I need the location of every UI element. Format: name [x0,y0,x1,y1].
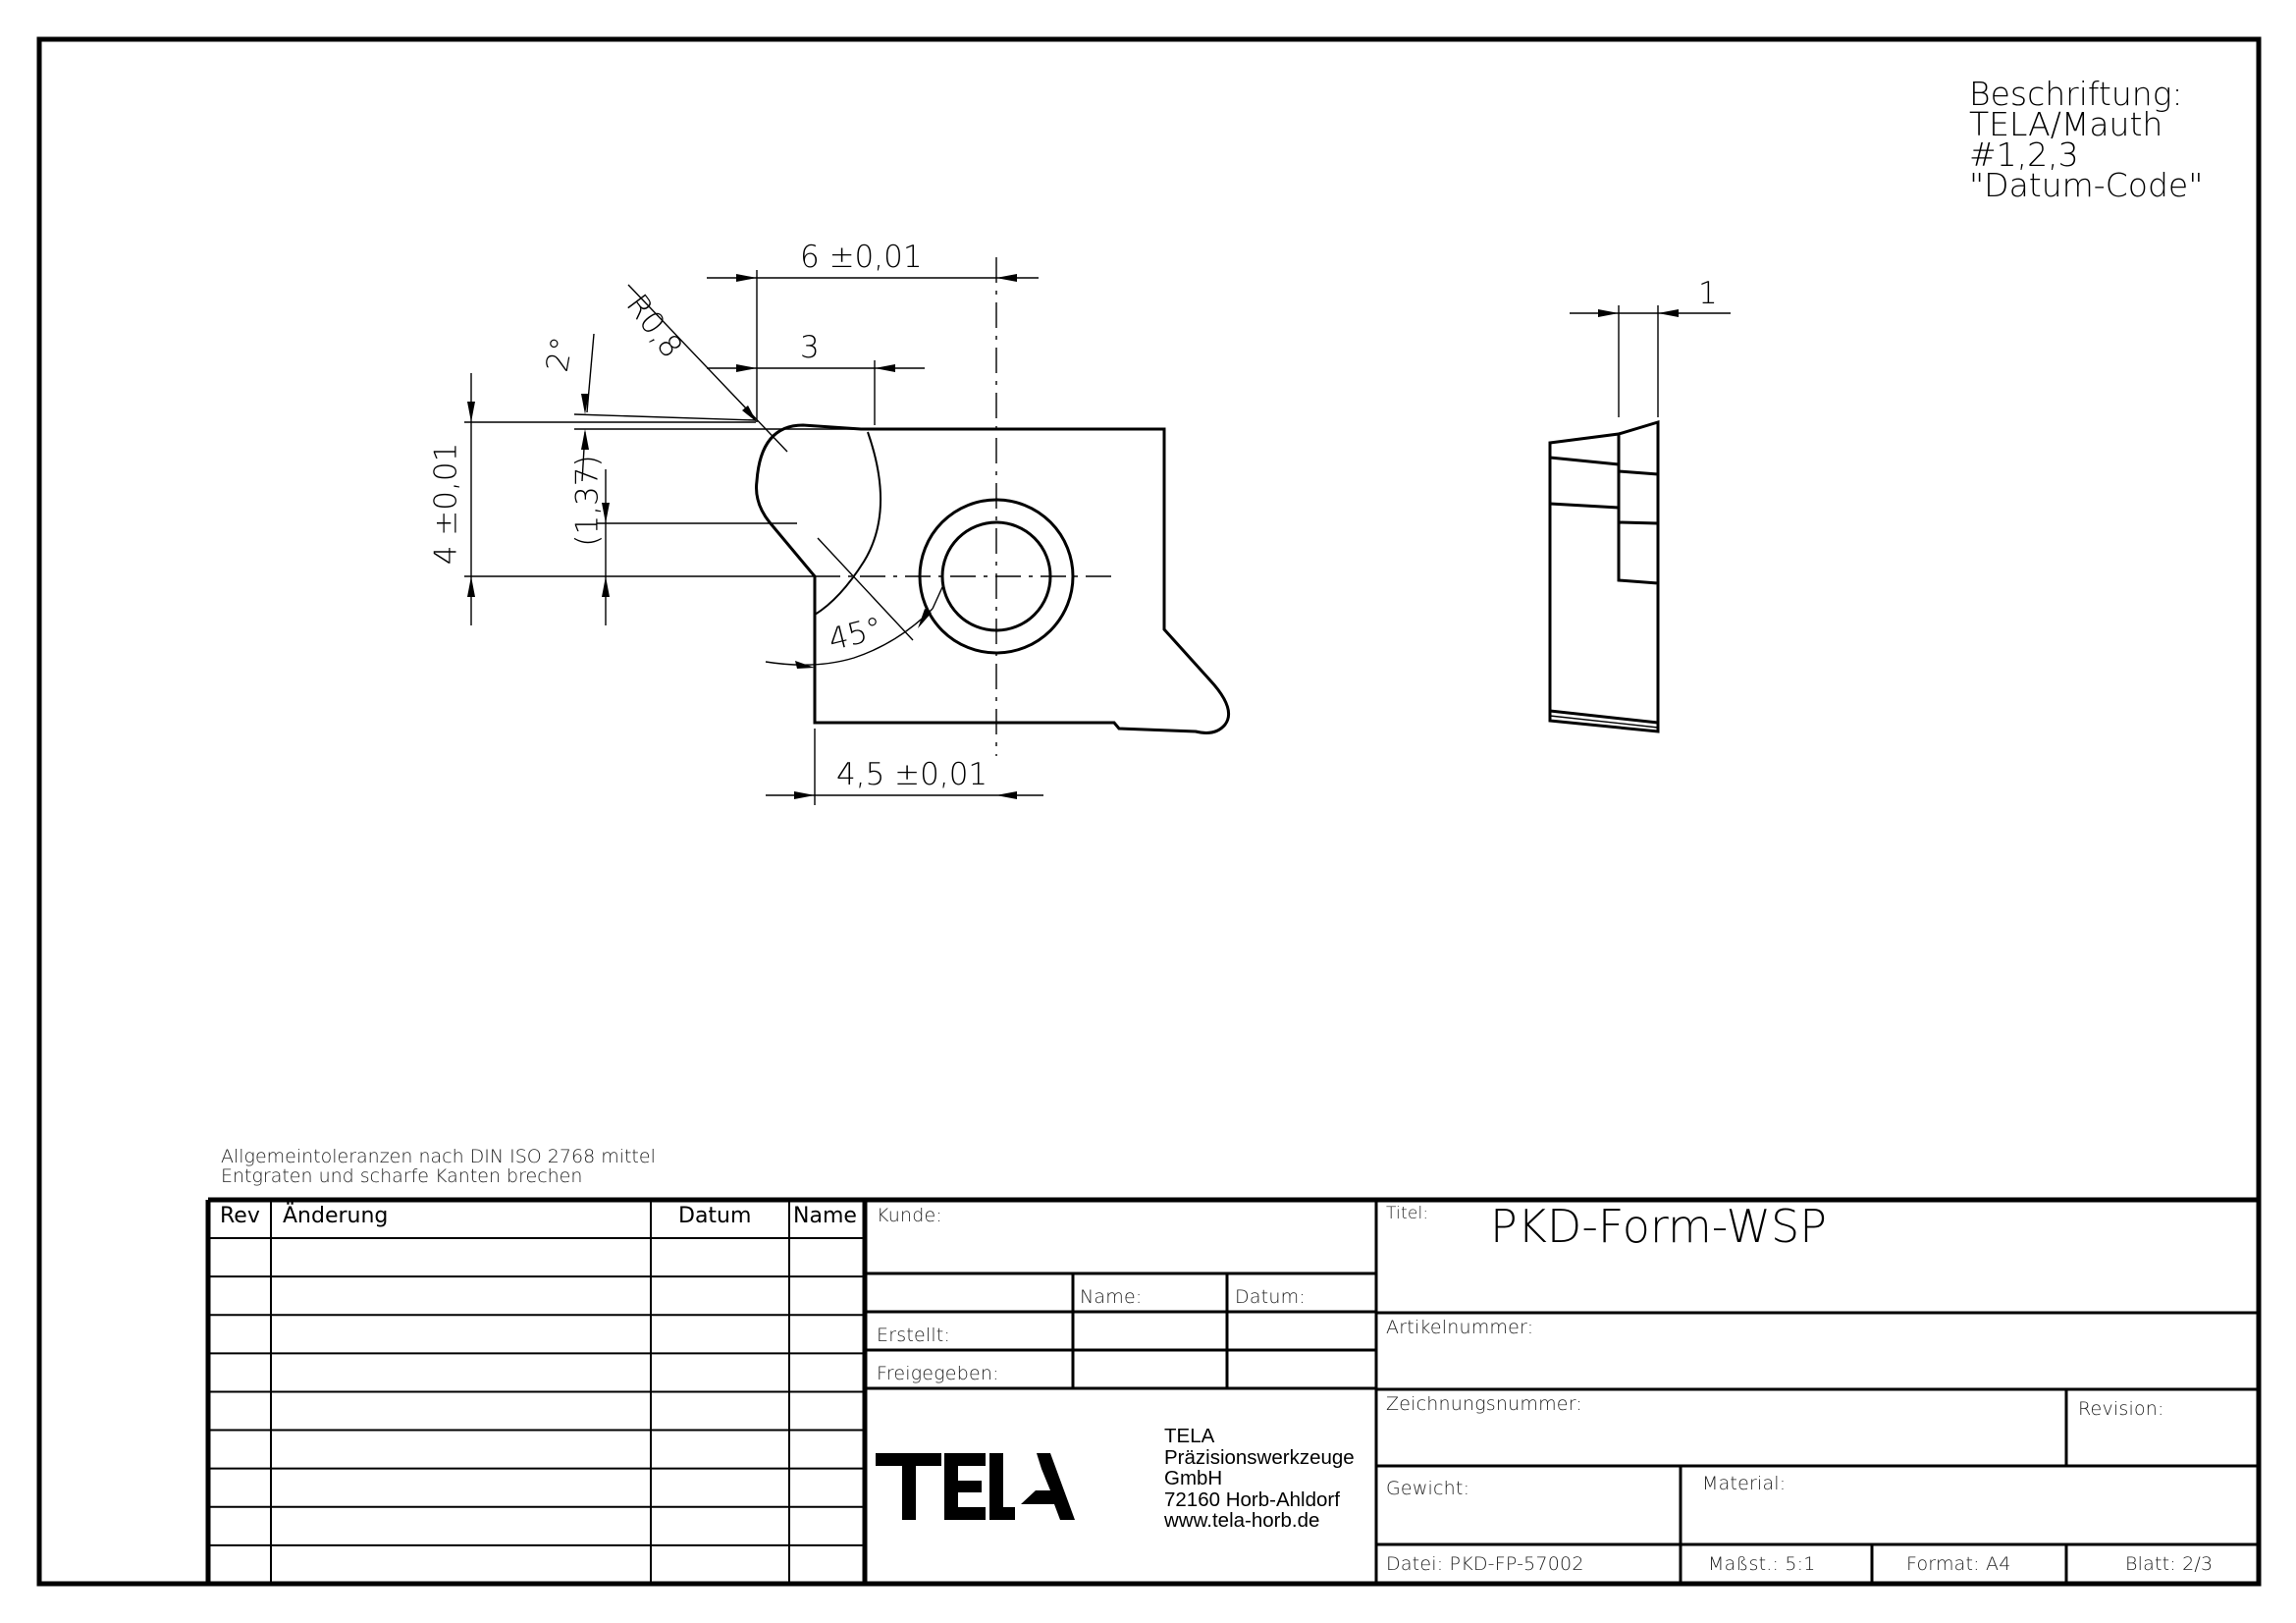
marking-note-line: Beschriftung: [1969,75,2183,113]
dim-width-bottom: 4,5 ±0,01 [836,757,988,792]
zeichnungsnummer-label: Zeichnungsnummer: [1386,1393,1582,1415]
drawing-title: PKD-Form-WSP [1490,1200,1827,1253]
dim-width-top: 6 ±0,01 [800,240,923,275]
material-label: Material: [1702,1473,1787,1494]
artikelnummer-label: Artikelnummer: [1386,1317,1534,1338]
format-field: Format: A4 [1906,1553,2011,1575]
rev-header-name: Name [793,1204,857,1228]
gewicht-label: Gewicht: [1386,1478,1470,1499]
company-line: www.tela-horb.de [1164,1509,1320,1532]
general-notes: Allgemeintoleranzen nach DIN ISO 2768 mi… [221,1147,656,1186]
dim-thickness: 1 [1698,276,1718,311]
datei-field: Datei: PKD-FP-57002 [1386,1553,1584,1575]
company-line: TELA [1164,1425,1215,1447]
relief-arc [814,431,881,616]
name-column-label: Name: [1080,1286,1143,1308]
dim-angle-top: 2° [539,334,581,375]
revision-label: Revision: [2078,1398,2164,1420]
side-view [1548,305,1731,733]
dim-height: 4 ±0,01 [428,442,464,566]
massstab-field: Maßst.: 5:1 [1708,1553,1816,1575]
erstellt-label: Erstellt: [877,1325,951,1346]
kunde-label: Kunde: [877,1205,942,1226]
front-view-dimensions [464,270,1043,805]
sheet-frame [36,36,2262,1587]
rev-header-rev: Rev [220,1204,260,1228]
titel-label: Titel: [1386,1204,1429,1223]
marking-note-line: "Datum-Code" [1969,166,2204,204]
rev-header-change: Änderung [283,1204,389,1228]
datum-column-label: Datum: [1235,1286,1306,1308]
note-line: Allgemeintoleranzen nach DIN ISO 2768 mi… [221,1146,656,1167]
freigegeben-label: Freigegeben: [877,1363,999,1384]
dim-step-width: 3 [800,330,820,365]
company-address: TELA Präzisionswerkzeuge GmbH 72160 Horb… [1164,1426,1355,1532]
title-block-grid [205,1197,2259,1584]
tela-logo [876,1453,1075,1520]
company-line: 72160 Horb-Ahldorf [1164,1488,1340,1511]
marking-note-line: TELA/Mauth [1969,105,2163,143]
part-outline [755,423,1230,734]
company-line: GmbH [1164,1467,1223,1489]
rev-header-date: Datum [678,1204,752,1228]
blatt-field: Blatt: 2/3 [2125,1553,2214,1575]
dim-ref-height: (1,37) [569,455,606,547]
marking-note: Beschriftung: TELA/Mauth #1,2,3 "Datum-C… [1969,75,2204,204]
front-view [755,257,1230,756]
marking-note-line: #1,2,3 [1969,135,2079,174]
company-line: Präzisionswerkzeuge [1164,1445,1355,1469]
note-line: Entgraten und scharfe Kanten brechen [221,1165,583,1187]
